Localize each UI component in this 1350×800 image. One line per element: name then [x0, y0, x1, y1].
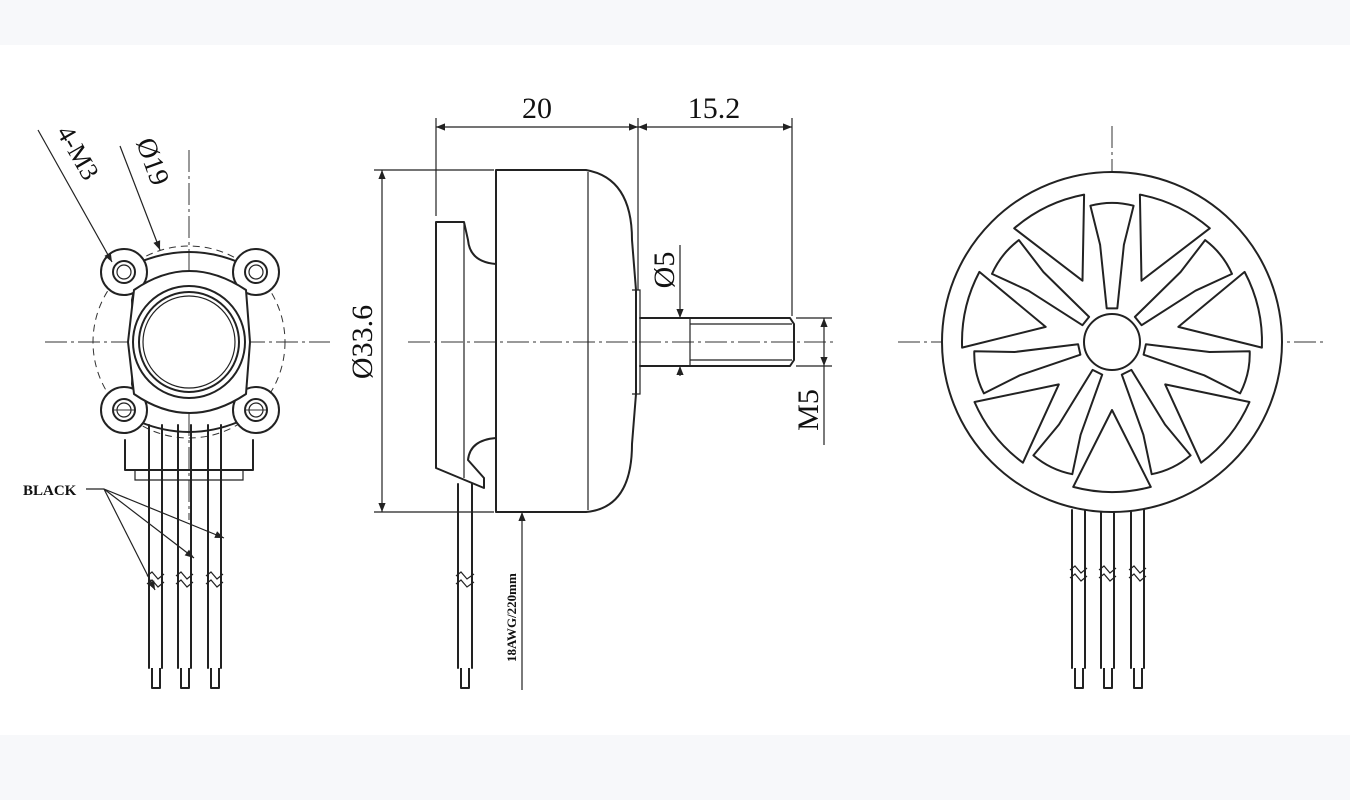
dim-20-label: 20 [522, 92, 552, 125]
mount-flange [435, 221, 497, 489]
dim-dia-label: Ø33.6 [346, 305, 379, 379]
bell-vent-windows [961, 193, 1263, 494]
wire-spec-label: 18AWG/220mm [504, 573, 519, 662]
motor-wires-left [146, 424, 224, 689]
vent-window [1164, 383, 1251, 464]
pcd-callout-leader [119, 145, 161, 251]
mount-ear-tr [232, 248, 280, 296]
vent-window [1177, 270, 1263, 349]
pcd-callout-label: Ø19 [129, 134, 175, 190]
wire-leader-2 [103, 488, 195, 559]
wire-leader-3 [103, 488, 225, 539]
bell-spokes [973, 201, 1251, 476]
dim-15-label: 15.2 [688, 92, 741, 125]
vent-window [961, 270, 1047, 349]
center-boss-outer [132, 285, 246, 399]
bell-spoke [1142, 343, 1251, 395]
bolt-circle-hidden [92, 245, 286, 439]
dim-m5-label: M5 [792, 389, 825, 431]
bell-spoke [1032, 368, 1104, 476]
bell-spoke [991, 239, 1091, 327]
bell-hub [1083, 313, 1141, 371]
wire-leader-1 [103, 488, 156, 591]
vent-window [1013, 193, 1086, 282]
bell-spoke [1089, 201, 1135, 310]
bell-spoke [1120, 368, 1192, 476]
motor-shaft [639, 317, 795, 367]
bell-spoke [1133, 239, 1233, 327]
front-bell-view [898, 126, 1326, 689]
screw-hole-tr [244, 260, 268, 284]
bell-spoke [973, 343, 1082, 395]
center-boss-ring [138, 291, 240, 393]
screw-callout-leader [37, 129, 113, 263]
mount-plate-body [127, 270, 251, 414]
dim-shaft-label: Ø5 [648, 252, 681, 289]
screw-hole-tl [112, 260, 136, 284]
motor-bell [495, 169, 637, 513]
mount-ear-tl [100, 248, 148, 296]
vent-window [1138, 193, 1211, 282]
wire-color-label: BLACK [23, 483, 77, 499]
screw-callout-label: 4-M3 [51, 121, 105, 186]
center-bore [142, 295, 236, 389]
vent-window [1072, 409, 1152, 494]
vent-window [973, 383, 1060, 464]
side-view: 18AWG/220mm 20 15.2 Ø33.6 Ø5 M5 [346, 92, 835, 690]
mount-face-view: BLACK 4-M3 Ø19 [23, 121, 330, 689]
motor-wires-right [1069, 509, 1147, 689]
wire-exit-tab [124, 439, 254, 471]
